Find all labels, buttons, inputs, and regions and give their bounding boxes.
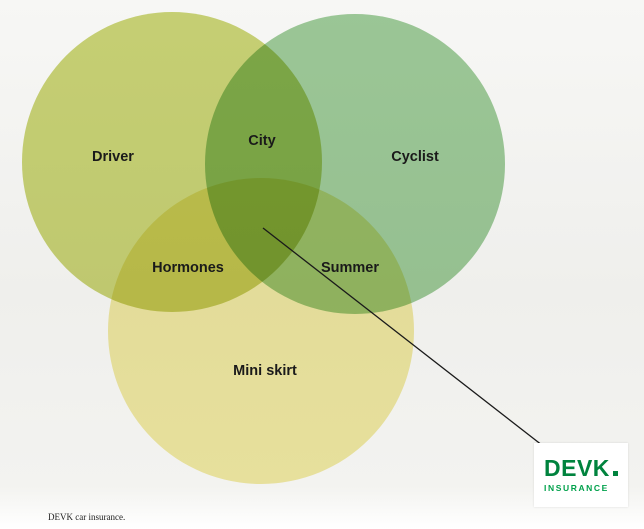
- venn-circle-mini-skirt: [108, 178, 414, 484]
- devk-logo: DEVK INSURANCE: [534, 443, 628, 507]
- devk-square-icon: [612, 471, 618, 476]
- devk-tagline-text: INSURANCE: [544, 483, 609, 493]
- devk-brand-text: DEVK: [544, 455, 610, 481]
- caption-text: DEVK car insurance.: [48, 512, 126, 522]
